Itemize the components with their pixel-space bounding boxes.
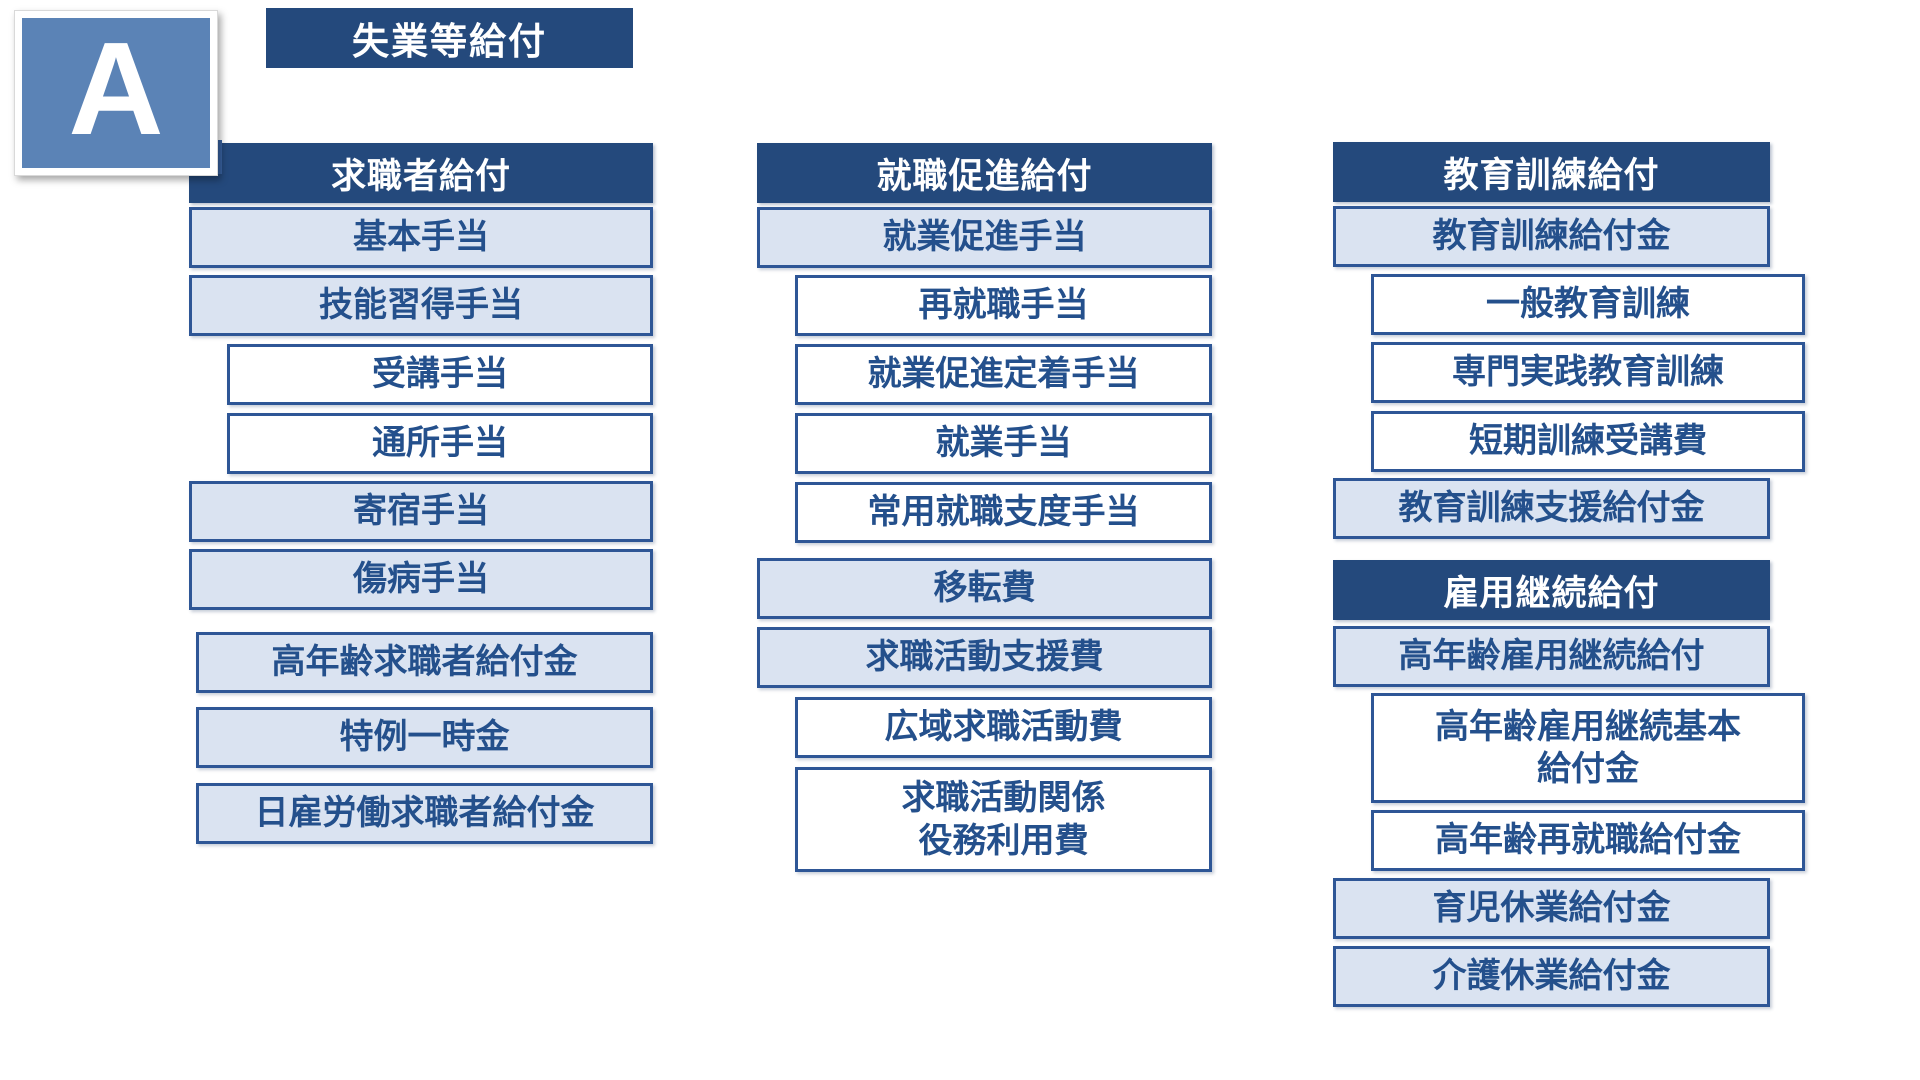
benefit-box-reemployment-allowance: 再就職手当 — [795, 275, 1212, 336]
benefit-box-elderly-basic-grant: 高年齢雇用継続基本 給付金 — [1371, 693, 1805, 803]
section-education-training: 教育訓練給付 教育訓練給付金 一般教育訓練 専門実践教育訓練 短期訓練受講費 教… — [1333, 142, 1805, 539]
benefit-box-childcare-leave: 育児休業給付金 — [1333, 878, 1770, 939]
section-header-education-training: 教育訓練給付 — [1333, 142, 1770, 202]
benefit-box-course-allowance: 受講手当 — [227, 344, 653, 405]
benefit-box-moving-expenses: 移転費 — [757, 558, 1212, 619]
letter-badge: A — [14, 10, 218, 176]
benefit-box-commuting-allowance: 通所手当 — [227, 413, 653, 474]
benefit-box-basic-allowance: 基本手当 — [189, 207, 653, 268]
benefit-box-general-education: 一般教育訓練 — [1371, 274, 1805, 335]
section-header-employment-promotion: 就職促進給付 — [757, 143, 1212, 203]
benefit-box-elderly-continuation: 高年齢雇用継続給付 — [1333, 626, 1770, 687]
letter-badge-fill: A — [22, 18, 210, 168]
section-employment-promotion: 就職促進給付 就業促進手当 再就職手当 就業促進定着手当 就業手当 常用就職支度… — [757, 143, 1212, 872]
benefit-box-employment-allowance: 就業手当 — [795, 413, 1212, 474]
benefit-box-professional-education: 専門実践教育訓練 — [1371, 342, 1805, 403]
benefit-box-regular-employment-prep: 常用就職支度手当 — [795, 482, 1212, 543]
page-title: 失業等給付 — [266, 8, 633, 68]
benefit-box-jobsearch-services: 求職活動関係 役務利用費 — [795, 767, 1212, 872]
letter-badge-text: A — [68, 15, 164, 162]
section-header-employment-continuation: 雇用継続給付 — [1333, 560, 1770, 620]
benefit-box-nursing-care-leave: 介護休業給付金 — [1333, 946, 1770, 1007]
benefit-box-elderly-jobseeker: 高年齢求職者給付金 — [196, 632, 653, 693]
benefit-box-skill-acquisition: 技能習得手当 — [189, 275, 653, 336]
benefit-box-daily-worker: 日雇労働求職者給付金 — [196, 783, 653, 844]
benefit-box-special-lumpsum: 特例一時金 — [196, 707, 653, 768]
benefit-box-short-term-training: 短期訓練受講費 — [1371, 411, 1805, 472]
benefit-box-elderly-reemployment: 高年齢再就職給付金 — [1371, 810, 1805, 871]
benefit-box-employment-retention: 就業促進定着手当 — [795, 344, 1212, 405]
benefit-box-employment-promotion-allowance: 就業促進手当 — [757, 207, 1212, 268]
section-header-jobseeker: 求職者給付 — [189, 143, 653, 203]
benefit-box-sickness-allowance: 傷病手当 — [189, 549, 653, 610]
benefit-box-education-training-grant: 教育訓練給付金 — [1333, 206, 1770, 267]
benefit-box-lodging-allowance: 寄宿手当 — [189, 481, 653, 542]
section-employment-continuation: 雇用継続給付 高年齢雇用継続給付 高年齢雇用継続基本 給付金 高年齢再就職給付金… — [1333, 560, 1805, 1007]
benefit-box-jobsearch-support-expenses: 求職活動支援費 — [757, 627, 1212, 688]
benefit-box-wide-area-jobsearch: 広域求職活動費 — [795, 697, 1212, 758]
benefit-box-training-support-grant: 教育訓練支援給付金 — [1333, 478, 1770, 539]
section-jobseeker-benefits: 求職者給付 基本手当 技能習得手当 受講手当 通所手当 寄宿手当 傷病手当 高年… — [189, 143, 653, 844]
